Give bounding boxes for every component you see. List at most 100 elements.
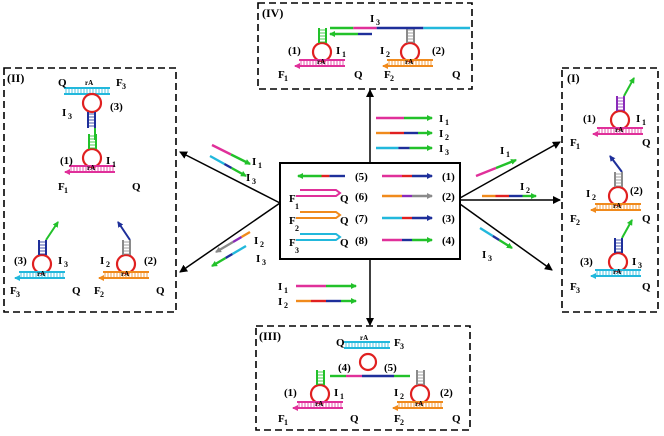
panel-ii-top-f-sub: 3 [122, 82, 126, 91]
panel-ii-label-3b: (3) [14, 255, 27, 267]
input-i1-bottom-label: I [278, 281, 282, 293]
panel-i-complex-3-tail [621, 219, 633, 239]
panel-i-i3-sub: 3 [638, 261, 642, 270]
input-i2-top-label: I [439, 128, 443, 140]
panel-iii-label-1: (1) [284, 387, 297, 399]
panel-ii-label-2b: (2) [144, 255, 157, 267]
panel-ii-box [3, 67, 177, 313]
panel-iv-q2: Q [452, 69, 461, 81]
input-i1-left-label-sub: 1 [258, 161, 262, 170]
panel-iv-f1: F [278, 69, 285, 81]
input-i3-right-label: I [482, 249, 486, 261]
panel-i-label-1: (1) [583, 113, 596, 125]
panel-ii-i2: I [100, 255, 104, 267]
panel-iii-i1: I [334, 387, 338, 399]
input-i1-left-label: I [252, 156, 256, 168]
input-i2-left-label-sub: 2 [260, 240, 264, 249]
panel-i-complex-1-tail [623, 77, 635, 97]
panel-iii-complex-2-ra: rA [415, 400, 423, 408]
panel-i-q2: Q [642, 213, 651, 225]
center-label-four: (4) [442, 235, 455, 247]
input-i1-left [211, 143, 251, 166]
panel-iv-i3: I [370, 13, 374, 25]
center-f2-sub: 2 [295, 224, 299, 233]
input-i3-left-low-seg [231, 244, 247, 256]
panel-ii-top-i3: I [62, 107, 66, 119]
panel-iii-label-5: (5) [384, 362, 397, 374]
panel-iv-complex-2-stem [406, 28, 415, 43]
input-i3-right [479, 226, 513, 250]
panel-i-complex-2-duplex [595, 203, 641, 211]
panel-i-q1: Q [642, 137, 651, 149]
input-i1-right [475, 158, 517, 178]
panel-ii-complex-1-duplex [69, 165, 115, 173]
panel-iv-complex-2-duplex [387, 59, 433, 67]
input-i3-left-low-label-sub: 3 [262, 258, 266, 267]
panel-iii-q1: Q [350, 413, 359, 425]
panel-ii-complex-1-stem [88, 134, 97, 149]
input-i3-top-label: I [439, 143, 443, 155]
panel-iv-i2-sub: 2 [386, 50, 390, 59]
panel-ii-label-1: (1) [60, 155, 73, 167]
center-probe-q-six: Q [340, 193, 349, 205]
panel-ii-f2-sub: 2 [100, 290, 104, 299]
panel-ii-q3: Q [72, 285, 81, 297]
panel-i-f1: F [570, 137, 577, 149]
panel-ii-complex-3-tail [45, 221, 59, 241]
input-i1-top-label-sub: 1 [445, 118, 449, 127]
panel-iv-i3-sub: 3 [376, 18, 380, 27]
center-label-six: (6) [355, 191, 368, 203]
panel-ii-i1: I [106, 155, 110, 167]
input-i3-left-seg [231, 166, 247, 178]
panel-iv-q1: Q [354, 69, 363, 81]
arrow-to-ii-upper [179, 151, 281, 204]
input-i1-right-seg [475, 166, 497, 178]
panel-ii-complex-2-tail [117, 221, 131, 241]
panel-ii-f2: F [94, 285, 101, 297]
panel-iv-complex-1-stem [318, 28, 327, 43]
panel-ii-i3b-sub: 3 [64, 260, 68, 269]
center-f3-sub: 3 [295, 246, 299, 255]
panel-iv-f2: F [384, 69, 391, 81]
panel-i-q3: Q [642, 281, 651, 293]
panel-ii-top-f: F [116, 77, 123, 89]
panel-iii-top-ra: rA [360, 334, 368, 342]
center-probe-f-seven: F [289, 215, 296, 227]
input-i1-right-label-sub: 1 [506, 150, 510, 159]
panel-ii-q2: Q [156, 285, 165, 297]
panel-iv-title: (IV) [262, 6, 283, 20]
panel-i-f3: F [570, 281, 577, 293]
center-label-eight: (8) [355, 235, 368, 247]
panel-i-complex-1 [592, 77, 635, 137]
input-i3-left-seg [209, 154, 225, 166]
input-i1-left-seg [211, 143, 232, 156]
panel-i-i2-sub: 2 [592, 193, 596, 202]
center-label-five: (5) [355, 171, 368, 183]
panel-iii-top-loop-icon [358, 352, 378, 372]
panel-ii-complex-1-ra: rA [87, 164, 95, 172]
panel-ii-top-loop-icon [81, 92, 103, 114]
panel-ii-complex-2-stem [122, 240, 131, 255]
panel-iii-label-4: (4) [338, 362, 351, 374]
input-i1-right-seg [495, 158, 517, 170]
panel-iii-q2: Q [452, 413, 461, 425]
panel-iii-complex-1-stem [316, 370, 325, 385]
input-i2-left-seg [232, 235, 243, 244]
panel-i-i1: I [636, 113, 640, 125]
panel-i-title: (I) [567, 71, 580, 85]
panel-iii-f1-sub: 1 [284, 418, 288, 427]
input-i3-top-label-sub: 3 [445, 148, 449, 157]
input-i1-bottom-label-sub: 1 [284, 286, 288, 295]
panel-iii-complex-1-ra: rA [315, 400, 323, 408]
input-i3-left-label-sub: 3 [252, 177, 256, 186]
panel-iv-i1: I [336, 45, 340, 57]
panel-i-complex-1-duplex [597, 127, 643, 135]
panel-ii-i1-sub: 1 [112, 160, 116, 169]
panel-iii-f2-sub: 2 [400, 418, 404, 427]
panel-i-i3: I [632, 256, 636, 268]
panel-ii-top-label-3: (3) [110, 101, 123, 113]
input-i1-top-label: I [439, 113, 443, 125]
center-f1-sub: 1 [295, 202, 299, 211]
panel-iv-f2-sub: 2 [390, 74, 394, 83]
